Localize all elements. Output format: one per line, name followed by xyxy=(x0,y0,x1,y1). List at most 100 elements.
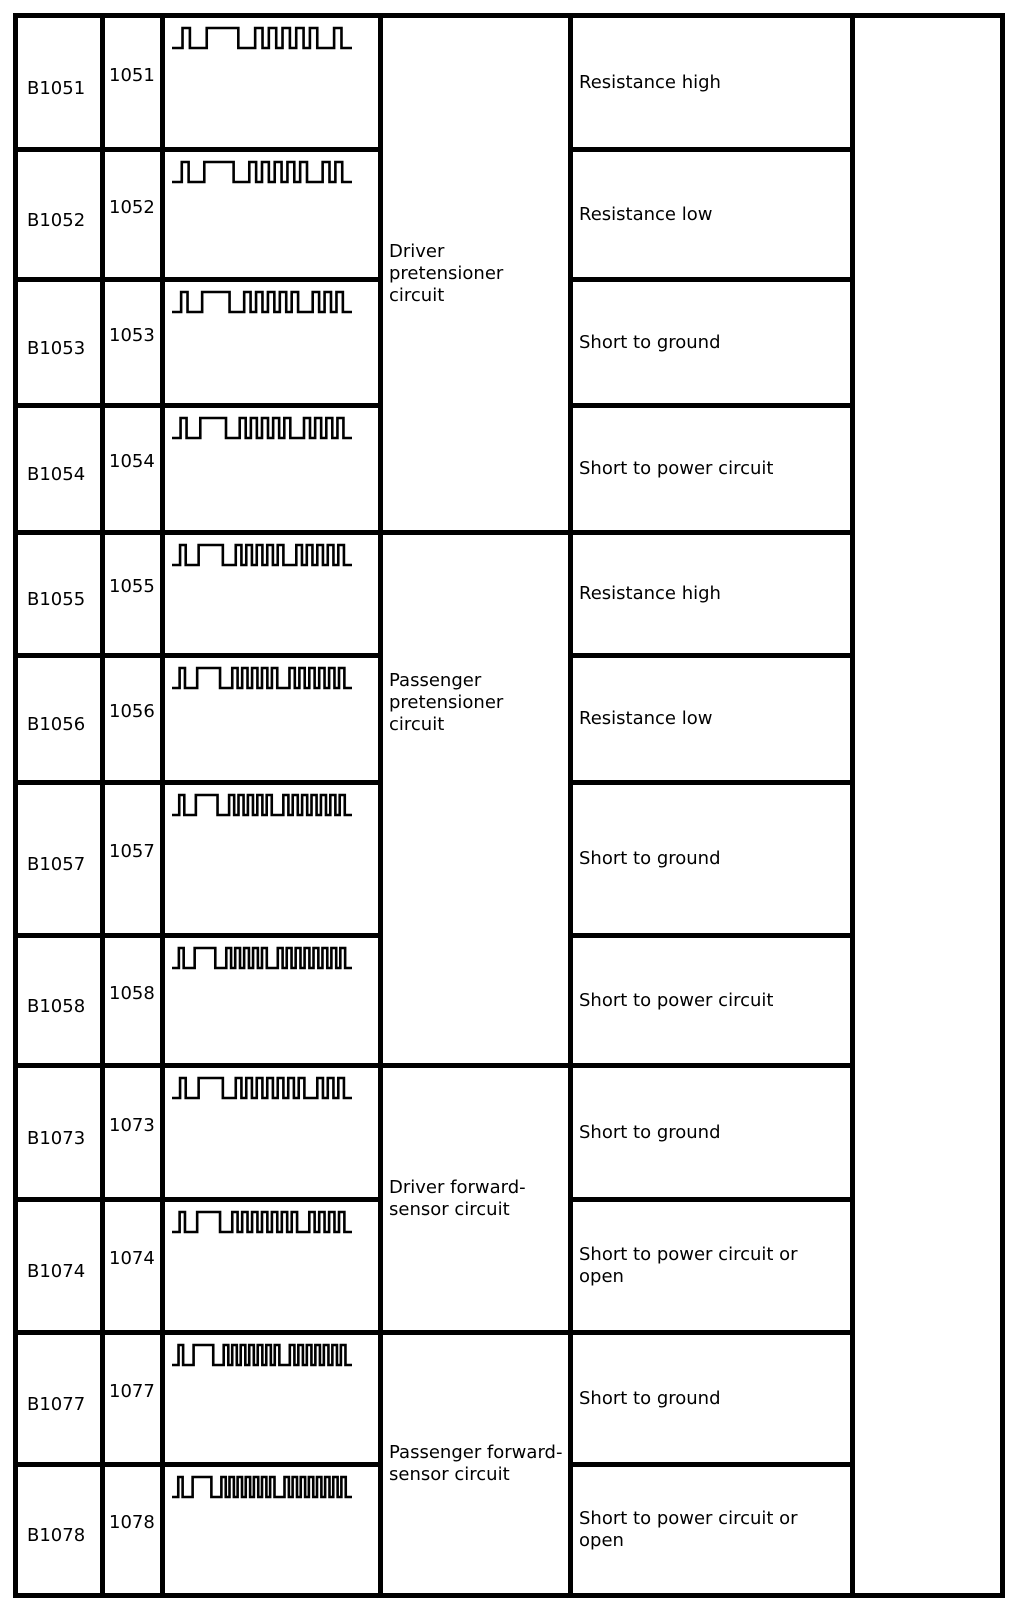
flash-code-cell: 1057 xyxy=(105,785,165,938)
fault-description-cell-text: Resistance low xyxy=(579,203,713,225)
fault-description-cell: Short to power circuit or open xyxy=(573,1202,855,1335)
fault-description-cell-text: Short to power circuit xyxy=(579,458,774,479)
flash-code-cell: 1052 xyxy=(105,152,165,282)
flash-pattern-cell xyxy=(165,535,383,658)
flash-code-waveform xyxy=(172,25,352,53)
fault-description-cell: Resistance high xyxy=(573,535,855,658)
circuit-group-cell-text: Driver forward-sensor circuit xyxy=(389,1177,526,1220)
flash-pattern-cell xyxy=(165,408,383,535)
dtc-code-cell: B1057 xyxy=(18,785,105,938)
fault-description-cell-text: Short to ground xyxy=(579,1387,721,1409)
flash-pattern-cell xyxy=(165,1335,383,1467)
flash-code-waveform xyxy=(172,542,352,570)
flash-code-cell: 1074 xyxy=(105,1202,165,1335)
dtc-code-cell: B1056 xyxy=(18,658,105,785)
dtc-code-cell: B1053 xyxy=(18,282,105,408)
fault-description-cell-text: Resistance high xyxy=(579,71,721,93)
flash-code-waveform xyxy=(172,665,352,693)
dtc-code-cell-text: B1058 xyxy=(27,995,86,1017)
dtc-code-cell-text: B1077 xyxy=(27,1393,86,1415)
dtc-code-cell: B1073 xyxy=(18,1068,105,1202)
flash-code-waveform xyxy=(172,792,352,820)
fault-description-cell: Short to ground xyxy=(573,282,855,408)
waveform-trace xyxy=(172,292,352,312)
flash-code-cell-text: 1073 xyxy=(109,1114,155,1136)
dtc-code-cell-text: B1054 xyxy=(27,464,86,485)
flash-code-waveform xyxy=(172,1342,352,1370)
flash-code-cell: 1058 xyxy=(105,938,165,1068)
flash-code-cell: 1073 xyxy=(105,1068,165,1202)
dtc-code-cell: B1051 xyxy=(18,18,105,152)
waveform-trace xyxy=(172,545,352,565)
dtc-code-cell-text: B1057 xyxy=(27,854,86,875)
waveform-trace xyxy=(172,948,352,968)
flash-pattern-cell xyxy=(165,658,383,785)
dtc-code-cell-text: B1073 xyxy=(27,1127,86,1149)
circuit-group-cell: Driver pretensioner circuit xyxy=(383,18,573,535)
circuit-group-cell-text: Driver pretensioner circuit xyxy=(389,241,504,306)
dtc-code-cell: B1078 xyxy=(18,1467,105,1598)
flash-code-waveform xyxy=(172,945,352,973)
flash-pattern-cell xyxy=(165,938,383,1068)
fault-description-cell-text: Resistance high xyxy=(579,583,721,604)
flash-code-cell: 1054 xyxy=(105,408,165,535)
flash-code-cell-text: 1053 xyxy=(109,324,155,346)
circuit-group-cell-text: Passenger forward-sensor circuit xyxy=(389,1442,563,1485)
fault-description-cell-text: Short to power circuit or open xyxy=(579,1508,798,1551)
flash-code-waveform xyxy=(172,159,352,187)
waveform-trace xyxy=(172,418,352,438)
dtc-code-cell-text: B1052 xyxy=(27,209,86,231)
waveform-trace xyxy=(172,28,352,48)
flash-code-cell-text: 1074 xyxy=(109,1248,155,1269)
flash-pattern-cell xyxy=(165,1068,383,1202)
flash-pattern-cell xyxy=(165,152,383,282)
flash-code-cell-text: 1077 xyxy=(109,1380,155,1402)
flash-code-cell-text: 1056 xyxy=(109,701,155,722)
notes-column-cell xyxy=(855,18,1005,1598)
waveform-trace xyxy=(172,668,352,688)
fault-description-cell: Short to power circuit xyxy=(573,408,855,535)
fault-description-cell: Short to power circuit or open xyxy=(573,1467,855,1598)
circuit-group-cell: Passenger pretensioner circuit xyxy=(383,535,573,1068)
flash-code-waveform xyxy=(172,415,352,443)
dtc-code-cell-text: B1053 xyxy=(27,337,86,359)
fault-description-cell-text: Short to ground xyxy=(579,1121,721,1143)
circuit-group-cell: Passenger forward-sensor circuit xyxy=(383,1335,573,1598)
fault-description-cell: Resistance high xyxy=(573,18,855,152)
fault-description-cell: Short to ground xyxy=(573,1335,855,1467)
flash-code-waveform xyxy=(172,1075,352,1103)
flash-pattern-cell xyxy=(165,18,383,152)
dtc-code-cell-text: B1051 xyxy=(27,77,86,99)
fault-description-cell: Short to power circuit xyxy=(573,938,855,1068)
dtc-code-cell-text: B1078 xyxy=(27,1525,86,1546)
dtc-code-cell: B1077 xyxy=(18,1335,105,1467)
flash-code-waveform xyxy=(172,1209,352,1237)
dtc-code-cell: B1058 xyxy=(18,938,105,1068)
fault-description-cell: Resistance low xyxy=(573,152,855,282)
dtc-code-cell: B1052 xyxy=(18,152,105,282)
fault-description-cell-text: Short to ground xyxy=(579,848,721,869)
flash-code-cell: 1077 xyxy=(105,1335,165,1467)
flash-code-cell-text: 1054 xyxy=(109,451,155,472)
fault-description-cell: Short to ground xyxy=(573,1068,855,1202)
fault-description-cell-text: Short to ground xyxy=(579,331,721,353)
circuit-group-cell-text: Passenger pretensioner circuit xyxy=(389,670,504,735)
fault-description-cell: Short to ground xyxy=(573,785,855,938)
dtc-code-cell-text: B1055 xyxy=(27,589,86,610)
flash-code-waveform xyxy=(172,289,352,317)
waveform-trace xyxy=(172,795,352,815)
flash-pattern-cell xyxy=(165,1467,383,1598)
flash-pattern-cell xyxy=(165,785,383,938)
waveform-trace xyxy=(172,1212,352,1232)
dtc-code-cell: B1074 xyxy=(18,1202,105,1335)
waveform-trace xyxy=(172,1078,352,1098)
flash-code-cell: 1051 xyxy=(105,18,165,152)
flash-pattern-cell xyxy=(165,282,383,408)
dtc-code-cell-text: B1056 xyxy=(27,714,86,735)
circuit-group-cell: Driver forward-sensor circuit xyxy=(383,1068,573,1335)
fault-description-cell: Resistance low xyxy=(573,658,855,785)
fault-description-cell-text: Resistance low xyxy=(579,708,713,729)
flash-code-cell-text: 1052 xyxy=(109,196,155,218)
